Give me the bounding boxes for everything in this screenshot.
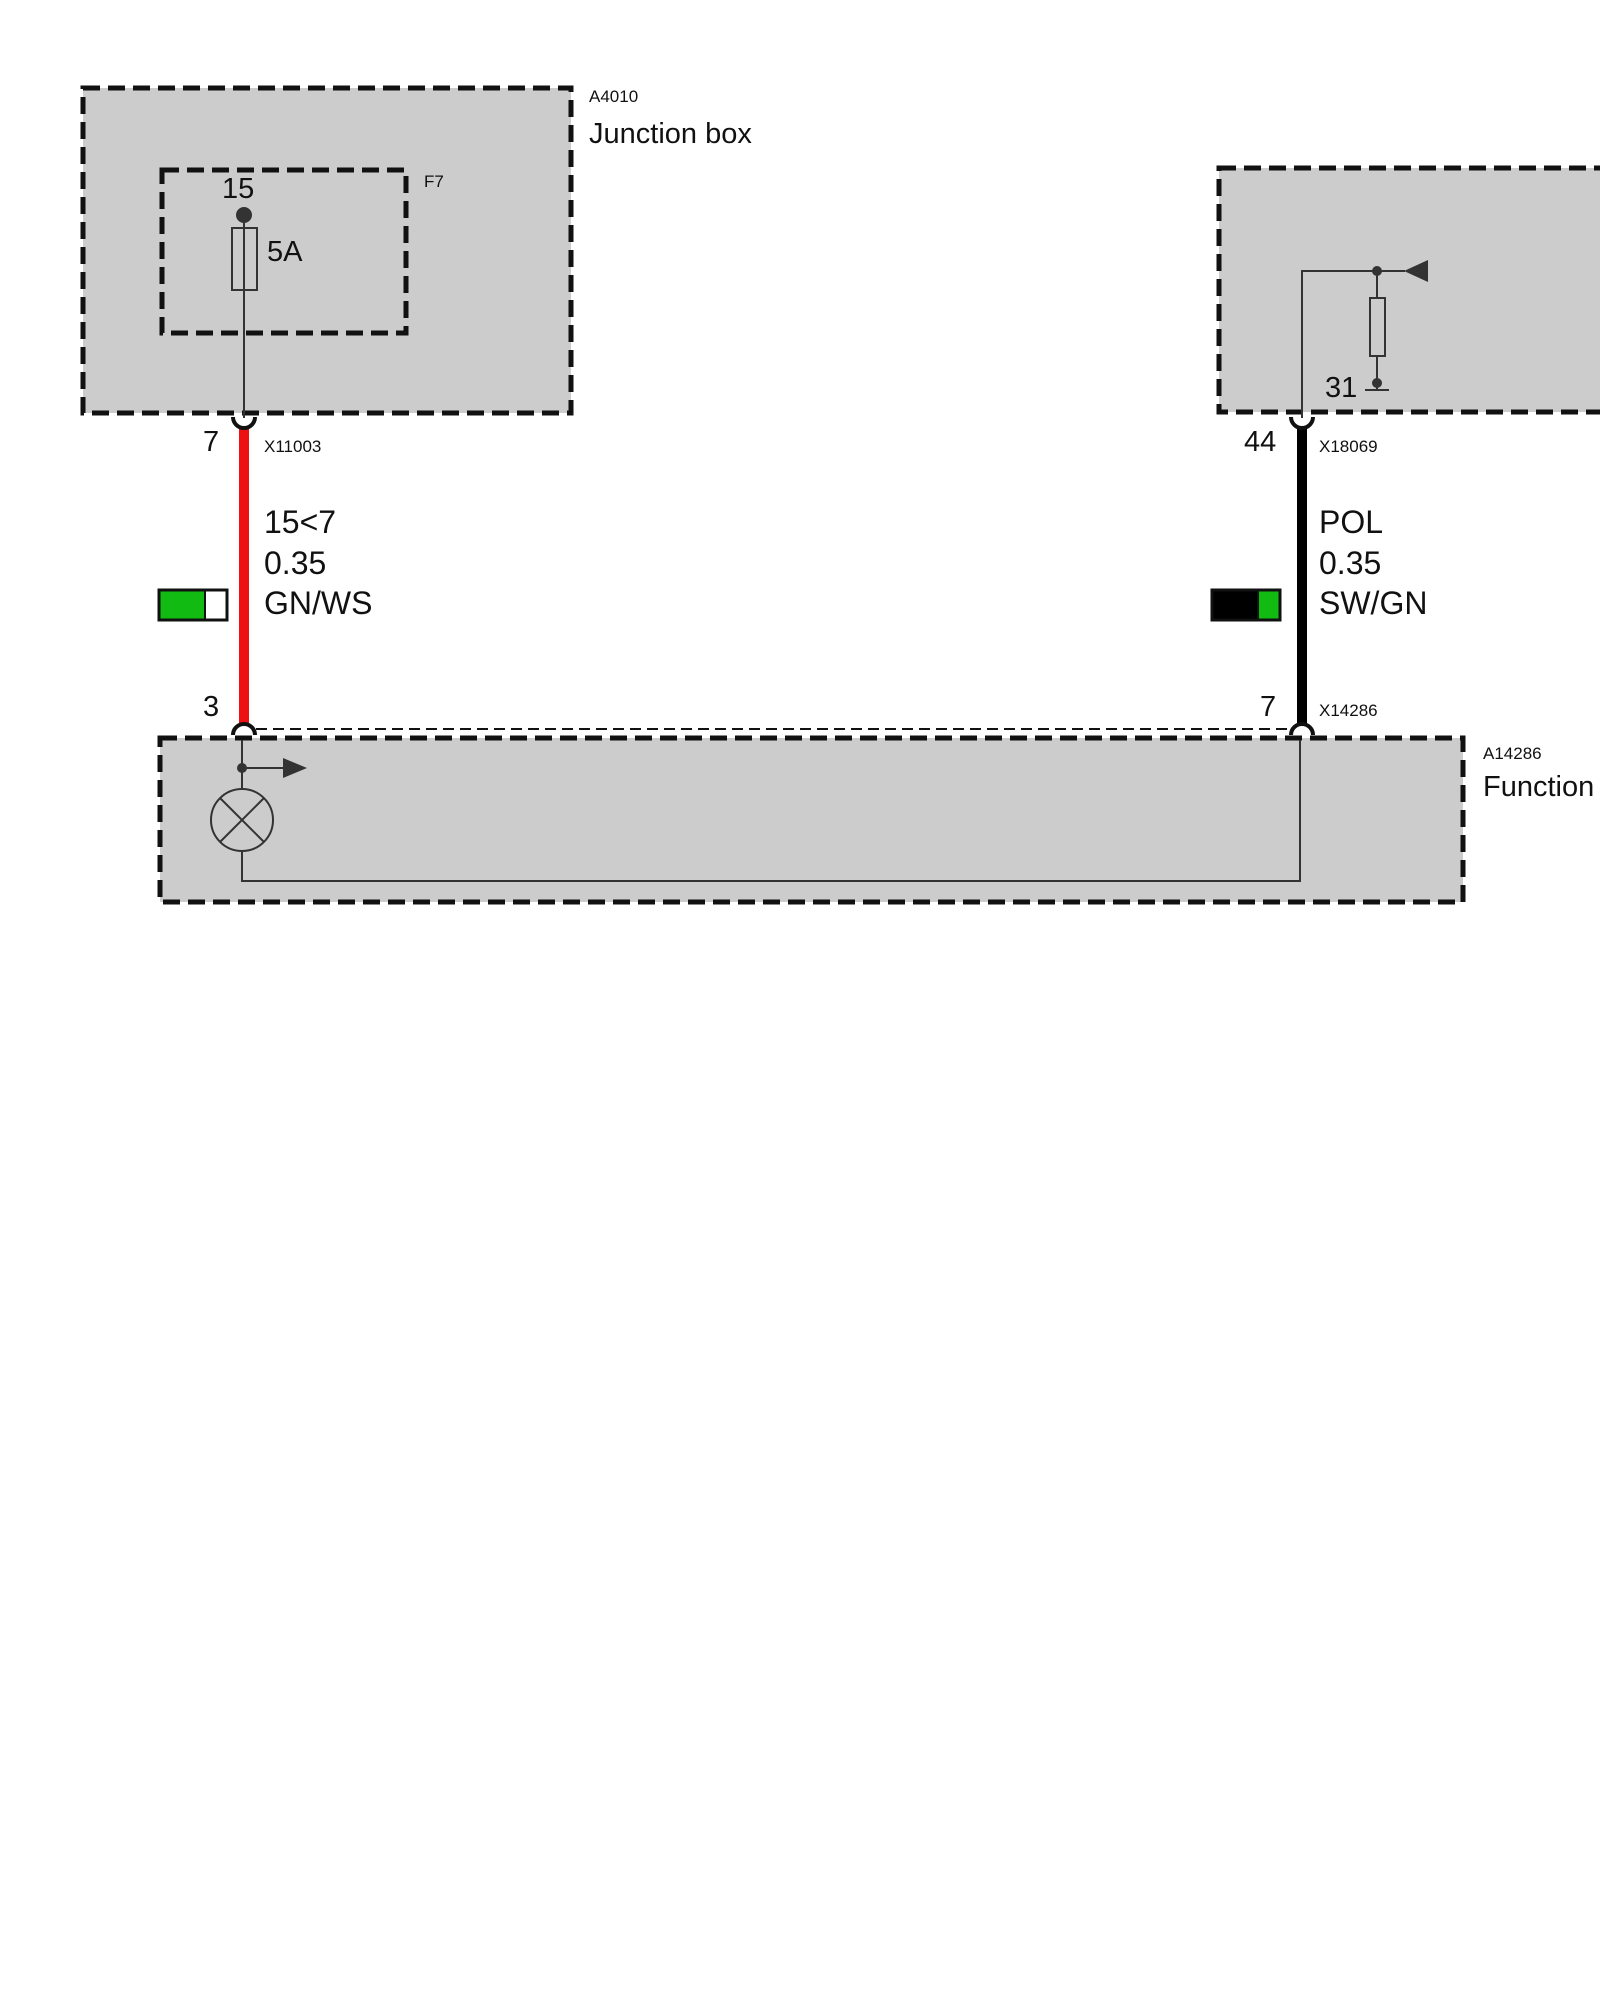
connector-id: X18069	[1319, 437, 1378, 456]
connector-pin: 3	[203, 691, 219, 723]
fuse-area: F7 15 5A	[159, 167, 444, 418]
function-module: A14286 Function	[157, 735, 1594, 905]
right-module: 31	[1216, 165, 1600, 418]
fuse-terminal-label: 15	[222, 173, 254, 205]
function-module-name: Function	[1483, 771, 1594, 803]
fuse-area-id: F7	[424, 172, 444, 191]
ground-terminal-label: 31	[1325, 372, 1357, 404]
junction-box-id: A4010	[589, 87, 638, 106]
connector-id: X14286	[1319, 701, 1378, 720]
connector-pin: 7	[203, 426, 219, 458]
signal-output-icon	[283, 758, 307, 778]
fuse-rating: 5A	[267, 236, 303, 268]
junction-box-name: Junction box	[589, 118, 752, 150]
connector-icon	[1289, 416, 1315, 430]
connector-icon	[1289, 722, 1315, 736]
wire-color-code: SW/GN	[1319, 585, 1427, 621]
connector-id: X11003	[264, 437, 321, 456]
wire-color-code: GN/WS	[264, 585, 372, 621]
connector-icon	[231, 722, 257, 736]
connector-pin: 44	[1244, 426, 1276, 458]
wire-color-swatch	[1210, 588, 1282, 622]
wire-signal: POL	[1319, 504, 1383, 540]
wire-gauge: 0.35	[264, 545, 326, 581]
wire-gauge: 0.35	[1319, 545, 1381, 581]
signal-output-icon	[1404, 260, 1428, 282]
wire-color-swatch	[157, 588, 229, 622]
connector-icon	[231, 416, 257, 430]
connector-pin: 7	[1260, 691, 1276, 723]
lamp-circuit	[210, 740, 1301, 882]
wire-signal: 15<7	[264, 504, 336, 540]
function-module-id: A14286	[1483, 744, 1542, 763]
junction-box: A4010 Junction box	[80, 85, 752, 416]
